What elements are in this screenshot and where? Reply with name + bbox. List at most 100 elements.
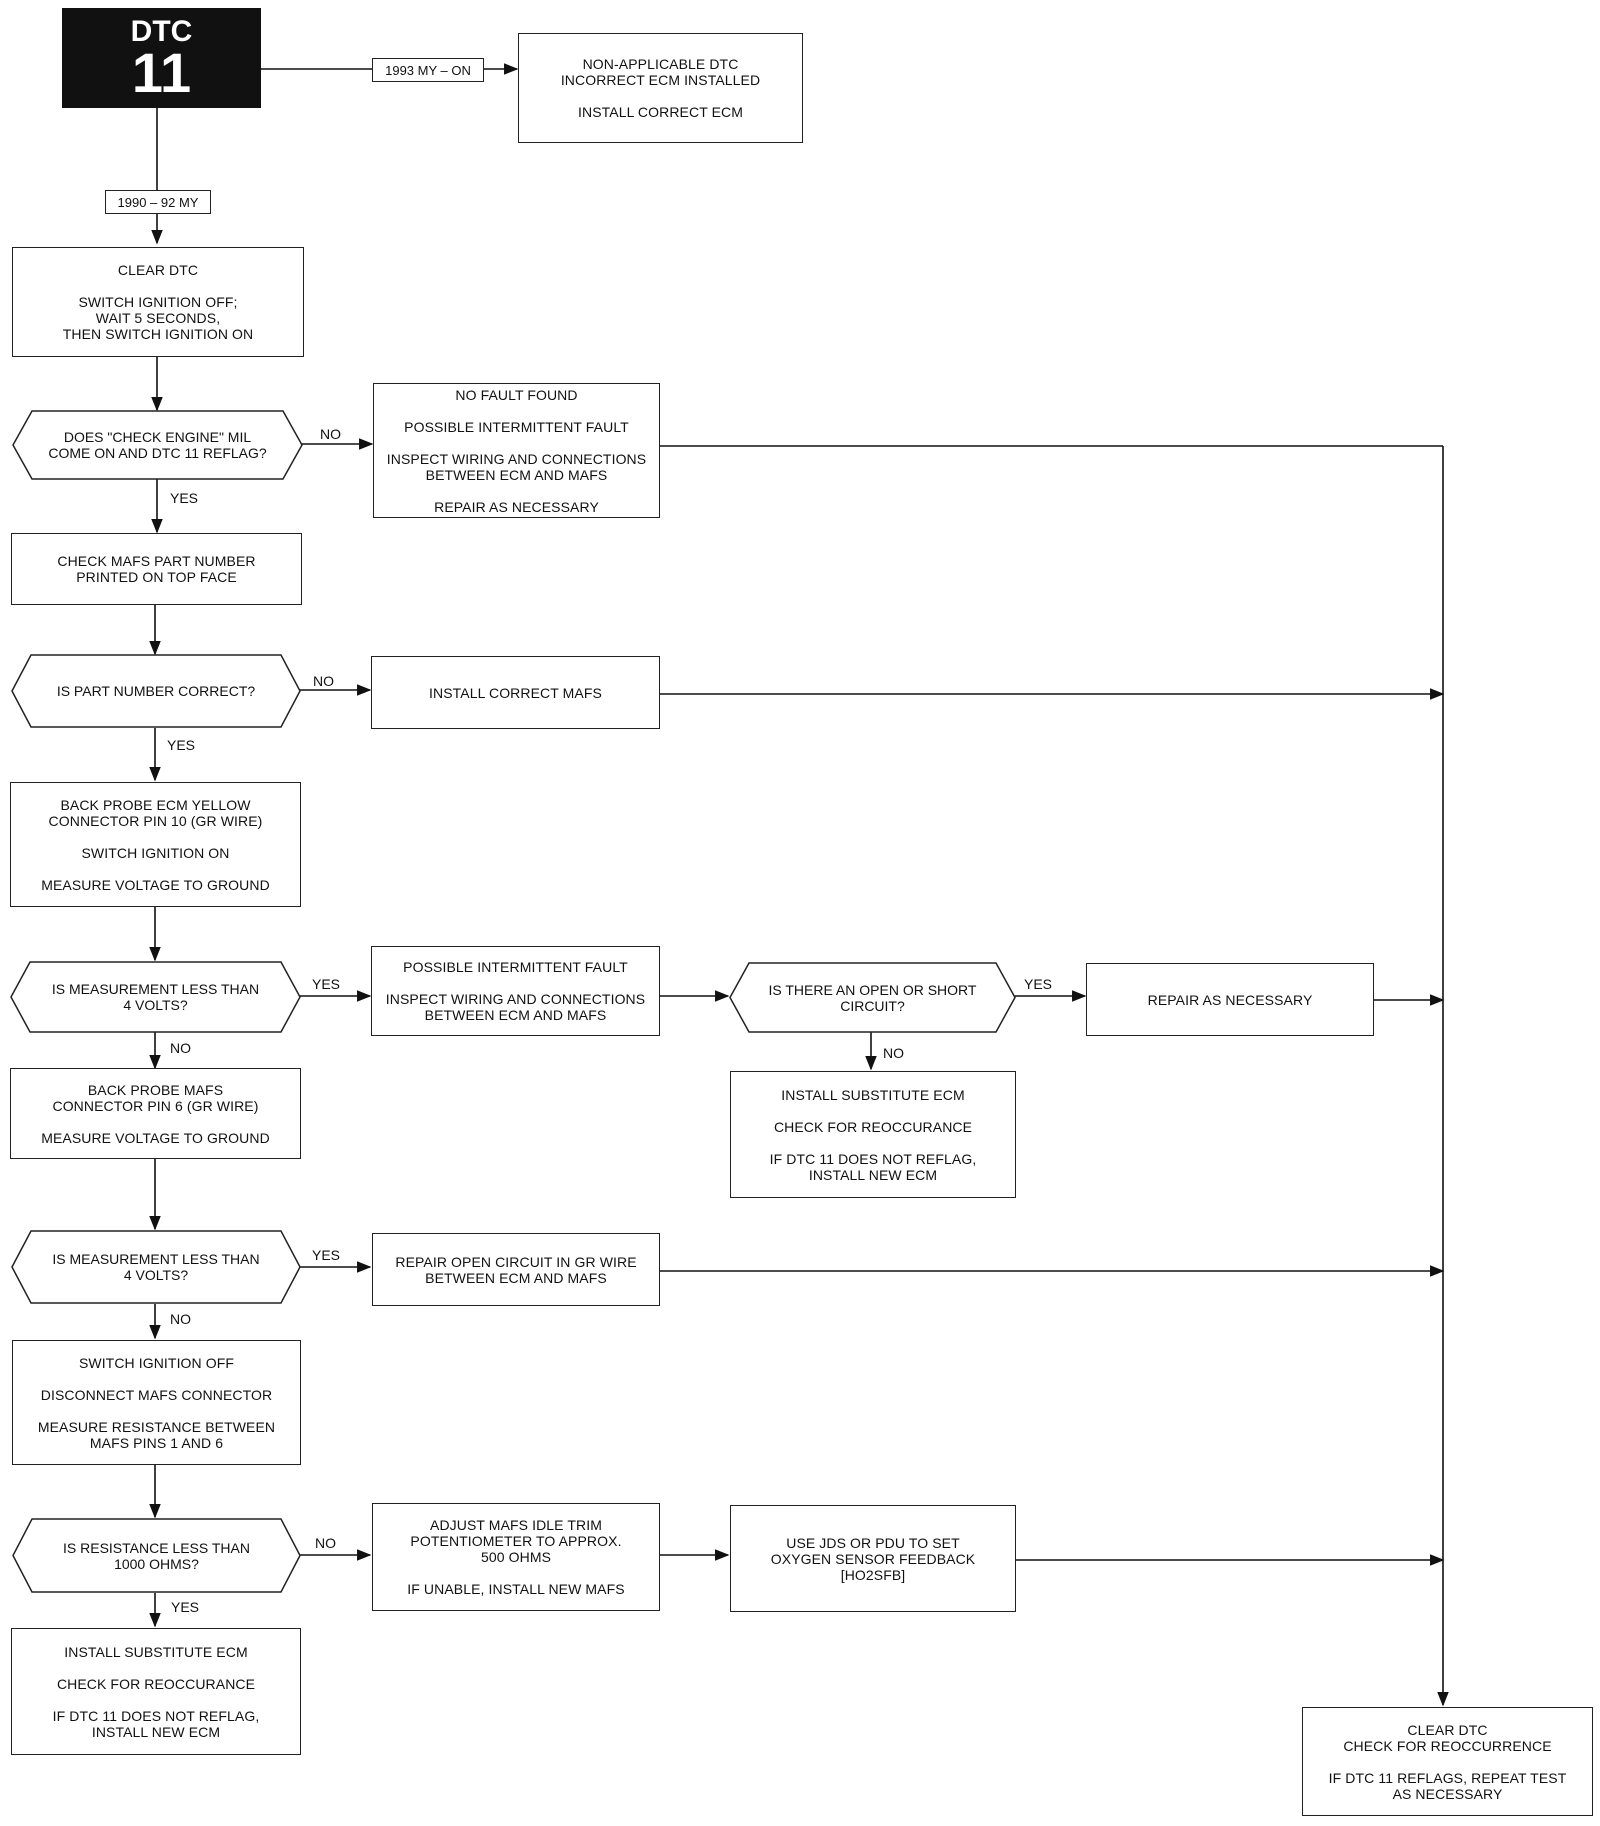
text-line: IF DTC 11 DOES NOT REFLAG, (769, 1150, 977, 1167)
text-line: SWITCH IGNITION OFF; (78, 294, 238, 310)
text-line: REPAIR AS NECESSARY (1147, 991, 1313, 1008)
text-line: REPAIR OPEN CIRCUIT IN GR WIRE (395, 1253, 637, 1270)
text-line: IS RESISTANCE LESS THAN (63, 1539, 250, 1556)
text-line: THEN SWITCH IGNITION ON (62, 326, 254, 342)
box-possible-intermittent-fault: POSSIBLE INTERMITTENT FAULT INSPECT WIRIN… (371, 946, 660, 1036)
text-line: CONNECTOR PIN 10 (GR WIRE) (48, 812, 263, 829)
text-line: IF DTC 11 REFLAGS, REPEAT TEST (1328, 1769, 1567, 1786)
box-measure-resistance: SWITCH IGNITION OFF DISCONNECT MAFS CONNE… (12, 1340, 301, 1465)
label-yes-5: YES (171, 1599, 200, 1615)
text-line: CLEAR DTC (1407, 1721, 1488, 1738)
label-no-3: NO (170, 1040, 191, 1056)
hexagon-shape (11, 654, 301, 728)
text-line: CLEAR DTC (117, 262, 199, 278)
text-line: CHECK FOR REOCCURANCE (56, 1675, 256, 1692)
text-line: WAIT 5 SECONDS, (95, 310, 221, 326)
text-line: INCORRECT ECM INSTALLED (560, 72, 761, 88)
label-yes-4: YES (312, 1247, 341, 1263)
text-line: [HO2SFB] (840, 1566, 906, 1583)
text-line: SWITCH IGNITION ON (81, 844, 230, 861)
dtc-header: DTC 11 (62, 8, 261, 108)
label-no-5: NO (315, 1535, 336, 1551)
text-line: CONNECTOR PIN 6 (GR WIRE) (52, 1097, 259, 1114)
label-no-2: NO (313, 673, 334, 689)
hexagon-shape (10, 961, 301, 1033)
text-line: CHECK FOR REOCCURANCE (773, 1118, 973, 1135)
text-line: POTENTIOMETER TO APPROX. (410, 1533, 622, 1549)
text-line: 4 VOLTS? (123, 997, 188, 1013)
text-line: CIRCUIT? (840, 997, 905, 1014)
text-line: DISCONNECT MAFS CONNECTOR (40, 1386, 273, 1403)
text-line: CHECK FOR REOCCURRENCE (1343, 1737, 1552, 1754)
text-line: POSSIBLE INTERMITTENT FAULT (403, 959, 628, 975)
text-line: IS THERE AN OPEN OR SHORT (768, 981, 977, 998)
hexagon-shape (729, 962, 1016, 1033)
label-yes-2: YES (167, 737, 196, 753)
text-line: 500 OHMS (480, 1549, 552, 1565)
text-line: IF UNABLE, INSTALL NEW MAFS (407, 1581, 625, 1597)
text-line: 4 VOLTS? (123, 1267, 189, 1283)
dtc-code: 11 (131, 41, 192, 104)
box-install-substitute-ecm-1: INSTALL SUBSTITUTE ECM CHECK FOR REOCCURA… (730, 1071, 1016, 1198)
text-line: AS NECESSARY (1392, 1785, 1503, 1802)
text-line: CHECK MAFS PART NUMBER (57, 553, 256, 569)
text-line: 1000 OHMS? (114, 1555, 199, 1572)
text-line: MEASURE VOLTAGE TO GROUND (41, 876, 270, 893)
text-line: USE JDS OR PDU TO SET (786, 1534, 960, 1551)
text-line: NO FAULT FOUND (455, 386, 578, 403)
text-line: SWITCH IGNITION OFF (78, 1354, 235, 1371)
text-line: BACK PROBE MAFS (87, 1081, 224, 1098)
text-line: MEASURE RESISTANCE BETWEEN (37, 1418, 276, 1435)
box-install-correct-mafs: INSTALL CORRECT MAFS (371, 656, 660, 729)
text-line: INSTALL SUBSTITUTE ECM (781, 1086, 965, 1103)
hexagon-shape (11, 1230, 301, 1304)
text-line: INSTALL CORRECT MAFS (429, 684, 602, 701)
text-line: BETWEEN ECM AND MAFS (425, 1269, 607, 1286)
label-no-1: NO (320, 426, 341, 442)
text-line: IF DTC 11 DOES NOT REFLAG, (52, 1707, 260, 1724)
box-no-fault-found: NO FAULT FOUND POSSIBLE INTERMITTENT FAUL… (373, 383, 660, 518)
text-line: IS PART NUMBER CORRECT? (56, 683, 256, 699)
text-line: INSTALL NEW ECM (91, 1723, 221, 1740)
text-line: REPAIR AS NECESSARY (434, 498, 599, 515)
text-line: DOES "CHECK ENGINE" MIL (63, 429, 252, 445)
text-line: PRINTED ON TOP FACE (76, 569, 237, 585)
tag-1990-92: 1990 – 92 MY (105, 190, 211, 214)
text-line: MEASURE VOLTAGE TO GROUND (41, 1129, 270, 1146)
text-line: INSPECT WIRING AND CONNECTIONS (386, 450, 647, 467)
text-line: ADJUST MAFS IDLE TRIM (430, 1517, 602, 1533)
text-line: INSTALL CORRECT ECM (578, 104, 743, 120)
label-yes-open: YES (1024, 976, 1053, 992)
text-line: NON-APPLICABLE DTC (582, 56, 739, 72)
decision-text: IS PART NUMBER CORRECT? (57, 683, 255, 699)
text-line: IS MEASUREMENT LESS THAN (51, 981, 260, 997)
hexagon-shape (12, 1518, 301, 1593)
text-line: IS MEASUREMENT LESS THAN (52, 1251, 260, 1267)
text-line: MAFS PINS 1 AND 6 (89, 1434, 224, 1451)
box-repair-as-necessary: REPAIR AS NECESSARY (1086, 963, 1374, 1036)
tag-1993-on: 1993 MY – ON (372, 58, 484, 82)
text-line: BETWEEN ECM AND MAFS (424, 1007, 607, 1023)
label-no-open: NO (883, 1045, 904, 1061)
text-line: POSSIBLE INTERMITTENT FAULT (404, 418, 629, 435)
text-line: INSPECT WIRING AND CONNECTIONS (385, 991, 646, 1007)
